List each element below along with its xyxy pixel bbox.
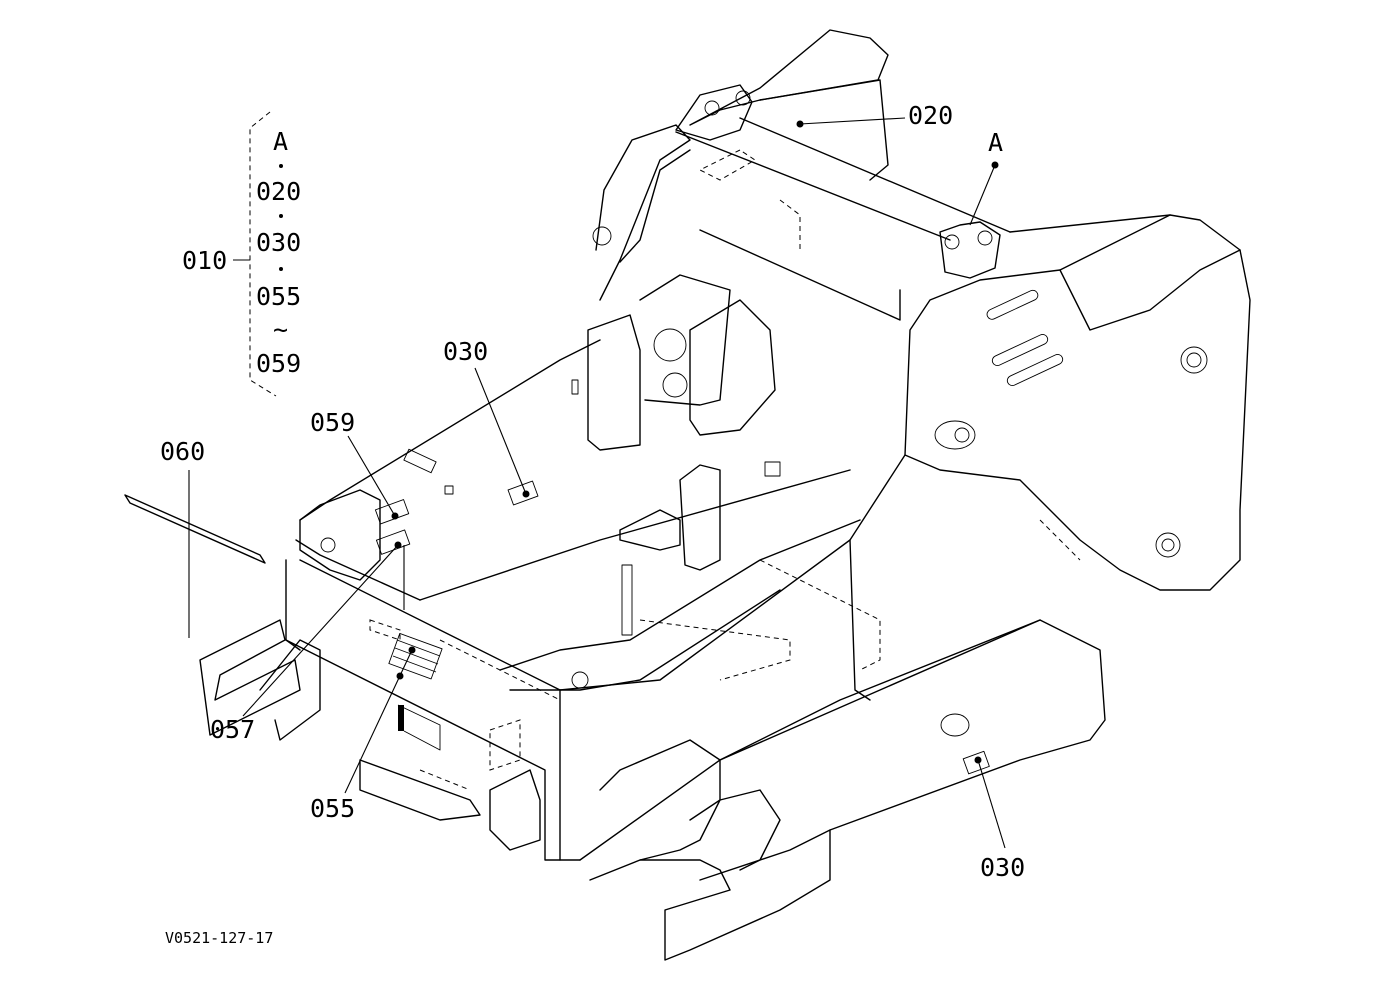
drawing-id: V0521-127-17 <box>165 929 273 947</box>
bottom-beam-top-edge <box>719 619 1041 761</box>
callout-057: 057 <box>210 715 255 744</box>
main-floor-back <box>419 469 851 601</box>
callout-a: A <box>988 128 1003 157</box>
strip-060 <box>124 494 266 564</box>
left-tower-outer <box>595 124 691 301</box>
left-front-wing <box>299 489 381 581</box>
right-plate-fold <box>1059 249 1241 331</box>
bracket-item-030: 030 <box>256 228 301 257</box>
bracket-bullet <box>279 267 283 271</box>
bracket-line <box>249 111 277 397</box>
leader-057 <box>242 544 399 717</box>
left-gusset <box>259 639 321 741</box>
lower-arm-bottom <box>509 589 781 691</box>
callouts: 020 A 030 059 060 057 055 030 <box>160 101 1025 882</box>
lower-arm-top <box>499 519 861 671</box>
callout-020: 020 <box>908 101 953 130</box>
bracket-item-020: 020 <box>256 177 301 206</box>
bracket-item-a: A <box>273 127 288 156</box>
callout-060: 060 <box>160 437 205 466</box>
callout-059: 059 <box>310 408 355 437</box>
main-left-top-edge <box>299 339 601 521</box>
main-right-wall <box>849 539 871 701</box>
leader-020 <box>799 117 906 125</box>
right-top-edge <box>1009 214 1171 233</box>
bracket-main-label: 010 <box>182 246 227 275</box>
right-gusset <box>599 739 721 861</box>
bracket-bullet <box>279 164 283 168</box>
bracket-item-055: 055 <box>256 282 301 311</box>
right-side-plate <box>904 214 1251 591</box>
leader-030-bottom <box>977 759 1006 849</box>
lower-footstep <box>359 759 481 821</box>
bracket-item-059: 059 <box>256 349 301 378</box>
bracket-range-symbol: ~ <box>273 315 288 344</box>
leader-a <box>969 164 996 226</box>
top-beam-lower <box>699 229 901 321</box>
rear-hinge-plate <box>675 84 753 141</box>
leader-030-top <box>474 367 527 495</box>
main-left-lower-edge <box>295 539 421 601</box>
rear-panel <box>759 79 889 181</box>
main-front-panel-bottom <box>285 639 581 861</box>
floor-post <box>679 464 721 571</box>
rear-upper-bracket <box>689 29 889 126</box>
main-front-left-corner <box>285 559 301 651</box>
right-channel-rail <box>589 829 831 961</box>
lower-center-plate <box>489 769 541 851</box>
floor-block <box>619 509 681 551</box>
center-mount-plate <box>689 299 776 436</box>
callout-030-top: 030 <box>443 337 488 366</box>
left-tower-inner <box>619 149 691 263</box>
callout-030-bottom: 030 <box>980 853 1025 882</box>
right-clip <box>689 789 781 871</box>
callout-055: 055 <box>310 794 355 823</box>
top-beam-front-edge <box>675 131 951 241</box>
leader-059 <box>347 435 396 517</box>
left-bulkhead-plate <box>587 314 641 451</box>
top-beam-back-edge <box>739 117 1011 233</box>
bottom-long-beam <box>579 619 1106 861</box>
left-channel-rail <box>199 619 301 736</box>
bracket-group: 010 A 020 030 055 ~ 059 <box>182 111 301 397</box>
center-mount-bracket <box>639 274 731 406</box>
bracket-bullet <box>279 214 283 218</box>
right-hinge-plate <box>939 221 1001 279</box>
frame-drawing <box>124 29 1251 961</box>
